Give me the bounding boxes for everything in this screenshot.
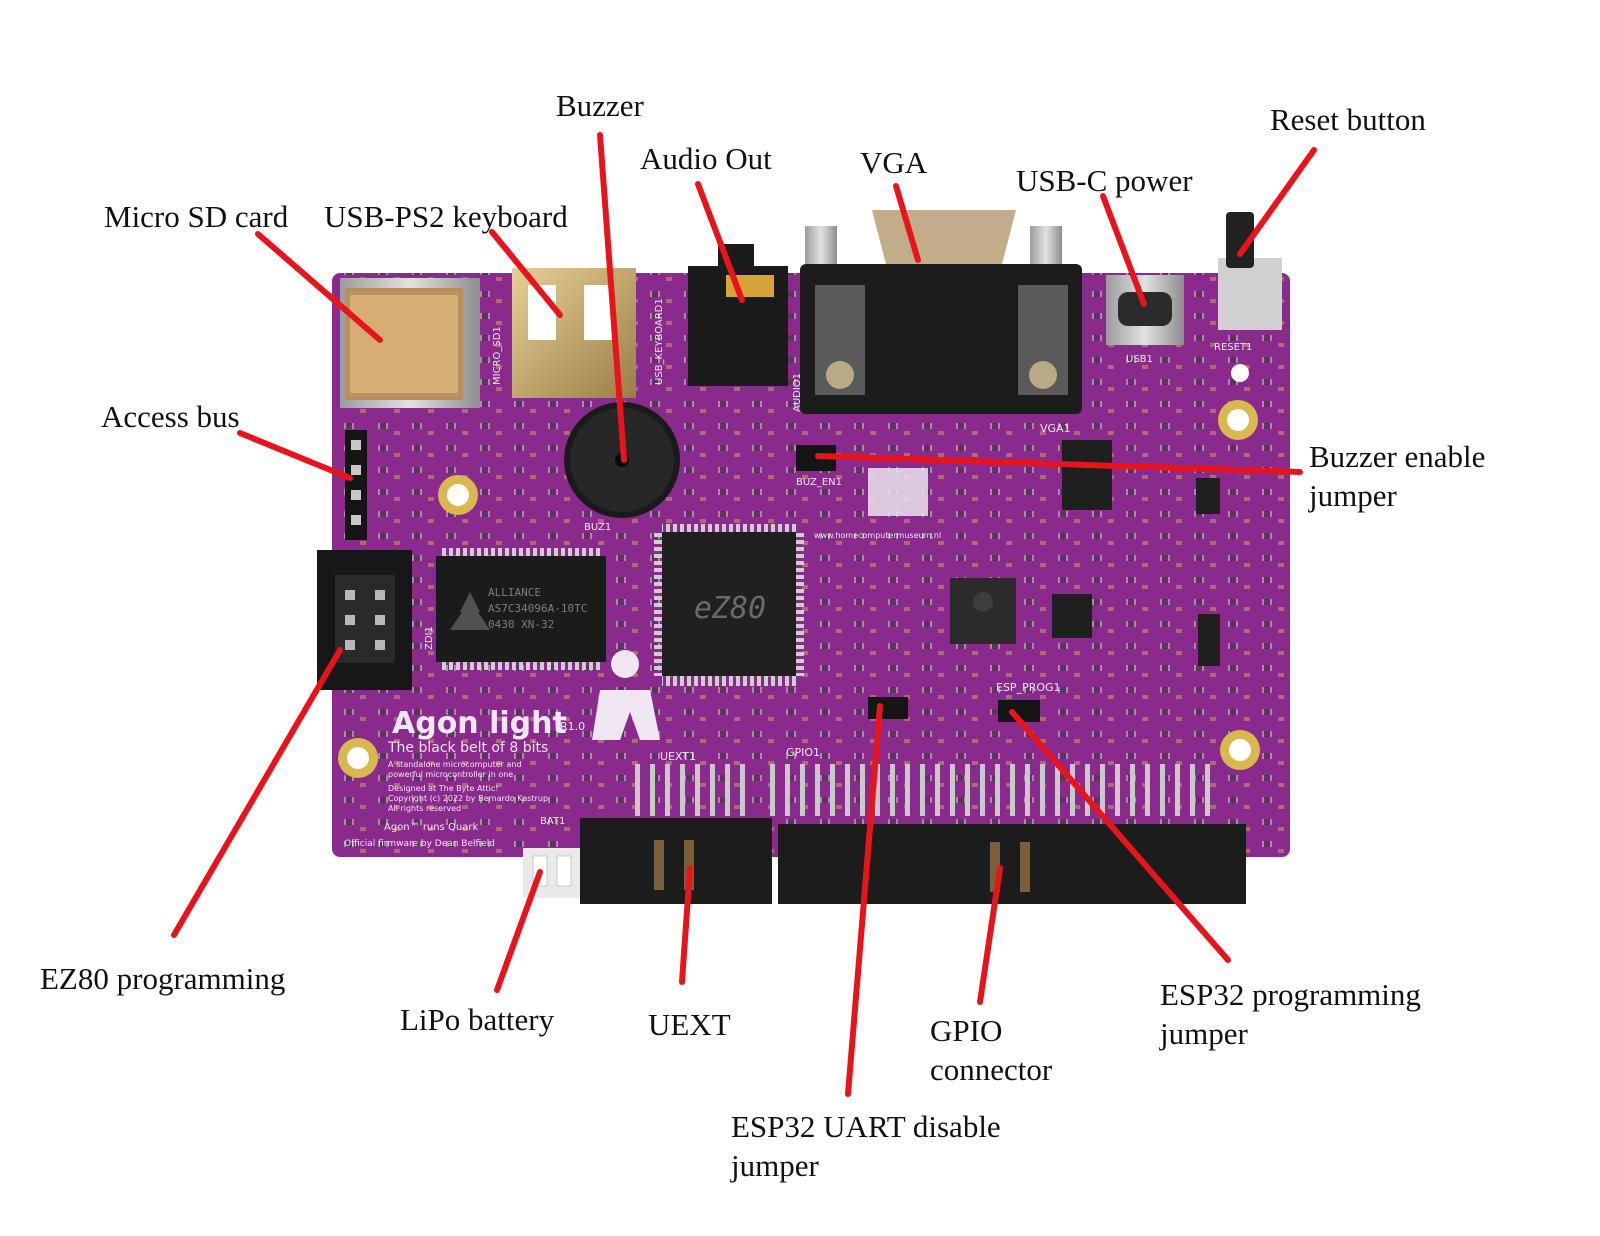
svg-text:Designed at The Byte Attic!: Designed at The Byte Attic! (388, 784, 498, 793)
esp-prog-jumper (998, 700, 1040, 722)
pointer-ez80 (171, 647, 343, 938)
svg-text:eZ80: eZ80 (694, 591, 766, 626)
svg-text:GPIO1: GPIO1 (786, 746, 820, 759)
pointer-uext (679, 865, 693, 985)
pointer-audio-out (695, 181, 745, 303)
svg-text:Agon™ runs Quark: Agon™ runs Quark (384, 822, 478, 833)
pointer-lines (171, 132, 1317, 1097)
label-access-bus: Access bus (101, 399, 240, 434)
svg-text:RESET1: RESET1 (1214, 342, 1252, 353)
cpu-chip: eZ80 (654, 524, 804, 686)
svg-text:MICRO_SD1: MICRO_SD1 (492, 326, 503, 385)
svg-text:USB_KEYBOARD1: USB_KEYBOARD1 (654, 298, 665, 385)
audio-jack (688, 244, 788, 386)
label-esp32-uart-line2: jumper (731, 1147, 819, 1183)
label-uext: UEXT (648, 1007, 731, 1042)
svg-text:ZDI1: ZDI1 (424, 626, 435, 650)
gpio-header (770, 764, 1246, 904)
pointer-buzzer-enable (815, 453, 1303, 475)
svg-text:AS7C34096A-10TC: AS7C34096A-10TC (488, 602, 587, 615)
svg-text:BUZ1: BUZ1 (584, 522, 611, 533)
label-buzzer-enable: Buzzer enable jumper (1309, 438, 1485, 516)
pointer-reset (1237, 147, 1317, 257)
svg-text:AUDIO1: AUDIO1 (792, 373, 803, 412)
svg-text:ESP_PROG1: ESP_PROG1 (996, 681, 1061, 694)
usb-c-port (1106, 275, 1184, 345)
label-usbc-power: USB-C power (1016, 163, 1193, 198)
svg-text:BAT1: BAT1 (540, 816, 565, 827)
uart-disable-jumper (868, 697, 908, 719)
label-vga: VGA (860, 145, 928, 180)
label-reset-button: Reset button (1270, 102, 1426, 137)
esp32-chip (950, 578, 1016, 644)
label-esp32-programming-line1: ESP32 programming (1160, 977, 1421, 1012)
svg-text:ALLIANCE: ALLIANCE (488, 586, 541, 599)
label-esp32-uart: ESP32 UART disable jumper (731, 1108, 1001, 1186)
vga-connector (800, 210, 1082, 414)
label-gpio-connector-line2: connector (930, 1051, 1053, 1087)
pointer-usbc (1100, 193, 1147, 307)
label-lipo-battery: LiPo battery (400, 1002, 555, 1037)
pointer-gpio (977, 865, 1003, 1005)
label-buzzer-enable-line1: Buzzer enable (1309, 439, 1486, 474)
label-buzzer-enable-line2: jumper (1309, 477, 1397, 513)
label-micro-sd: Micro SD card (104, 199, 289, 234)
svg-text:All rights reserved: All rights reserved (388, 804, 461, 813)
pointer-access-bus (237, 430, 353, 481)
label-gpio-connector-line1: GPIO (930, 1013, 1003, 1048)
access-bus-header (345, 430, 367, 540)
reset-button (1218, 212, 1282, 330)
svg-text:Official firmware by Dean Belf: Official firmware by Dean Belfield (344, 839, 495, 849)
pointer-micro-sd (255, 231, 383, 343)
silkscreen: Agon light R1.0 The black belt of 8 bits… (344, 298, 1252, 849)
svg-text:VGA1: VGA1 (1040, 422, 1071, 435)
svg-text:powerful microcontroller in on: powerful microcontroller in one (388, 770, 513, 779)
ram-chip: ALLIANCE AS7C34096A-10TC 0430 XN-32 (436, 548, 606, 670)
svg-text:UEXT1: UEXT1 (660, 750, 696, 763)
pointer-esp32-uart (845, 703, 883, 1097)
svg-text:USB1: USB1 (1126, 354, 1153, 365)
svg-text:BUZ_EN1: BUZ_EN1 (796, 477, 842, 488)
label-esp32-programming: ESP32 programming jumper (1160, 976, 1421, 1054)
svg-text:www.homecomputermuseum.nl: www.homecomputermuseum.nl (814, 531, 941, 540)
label-usb-ps2: USB-PS2 keyboard (324, 199, 568, 234)
label-esp32-programming-line2: jumper (1160, 1015, 1248, 1051)
label-gpio-connector: GPIO connector (930, 1012, 1052, 1090)
label-audio-out: Audio Out (640, 141, 772, 176)
micro-sd-slot (340, 278, 480, 408)
pointer-lipo (494, 869, 543, 993)
pointer-vga (893, 183, 921, 263)
label-esp32-uart-line1: ESP32 UART disable (731, 1109, 1001, 1144)
pointer-usb-ps2 (489, 229, 563, 318)
pointer-buzzer (597, 132, 627, 463)
karate-logo (592, 650, 660, 740)
svg-text:The black belt of 8 bits: The black belt of 8 bits (387, 740, 548, 756)
label-buzzer: Buzzer (556, 88, 644, 123)
svg-text:Agon light: Agon light (392, 706, 567, 741)
svg-text:Copyright (c) 2022 by Bernardo: Copyright (c) 2022 by Bernardo Kastrup (388, 794, 548, 803)
svg-text:R1.0: R1.0 (560, 720, 585, 733)
svg-text:A standalone microcomputer and: A standalone microcomputer and (388, 760, 522, 769)
pointer-esp32-prog (1009, 709, 1231, 963)
label-ez80-programming: EZ80 programming (40, 961, 286, 996)
svg-text:0430 XN-32: 0430 XN-32 (488, 618, 554, 631)
